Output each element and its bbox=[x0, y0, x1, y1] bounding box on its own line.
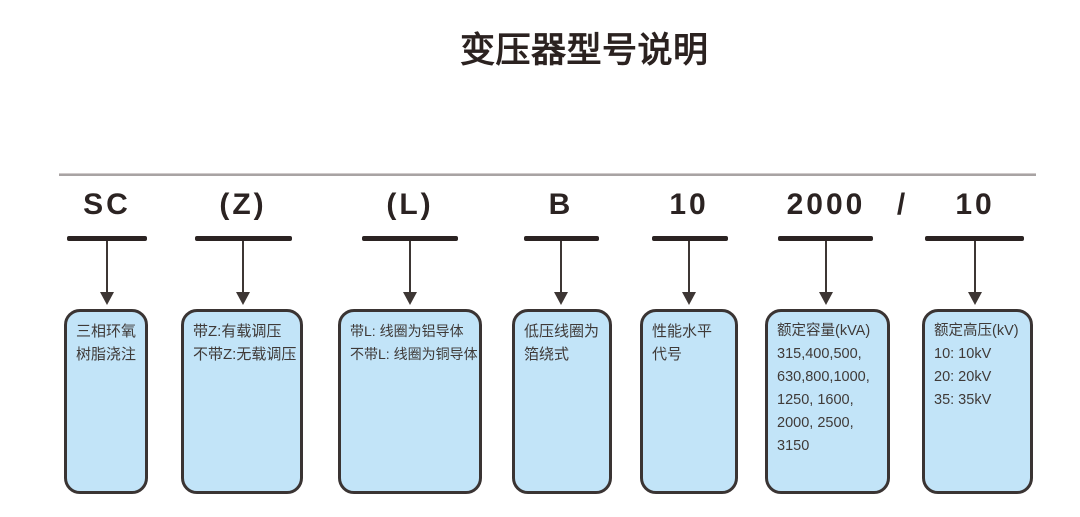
model-code-voltage: 10 bbox=[955, 188, 995, 221]
down-arrow-icon bbox=[968, 292, 982, 305]
description-line: 1250, 1600, bbox=[777, 392, 854, 408]
description-line: 630,800,1000, bbox=[777, 369, 870, 385]
description-line: 树脂浇注 bbox=[76, 346, 137, 363]
code-underline bbox=[778, 236, 873, 241]
down-arrow-icon bbox=[403, 292, 417, 305]
down-arrow-stem bbox=[242, 241, 244, 293]
down-arrow-icon bbox=[819, 292, 833, 305]
description-line: 额定容量(kVA) bbox=[777, 323, 871, 339]
down-arrow-icon bbox=[100, 292, 114, 305]
description-line: 3150 bbox=[777, 438, 810, 454]
down-arrow-icon bbox=[554, 292, 568, 305]
down-arrow-icon bbox=[236, 292, 250, 305]
description-box-z: 带Z:有载调压 不带Z:无载调压 bbox=[181, 309, 303, 494]
code-underline bbox=[524, 236, 599, 241]
model-code-b: B bbox=[548, 188, 574, 221]
description-box-voltage: 额定高压(kV) 10: 10kV 20: 20kV 35: 35kV bbox=[922, 309, 1033, 494]
code-underline bbox=[652, 236, 728, 241]
down-arrow-stem bbox=[974, 241, 976, 293]
description-line: 不带L: 线圈为铜导体 bbox=[350, 346, 478, 362]
description-box-sc: 三相环氧 树脂浇注 bbox=[64, 309, 148, 494]
slash-separator: / bbox=[896, 188, 906, 221]
description-line: 代号 bbox=[652, 346, 683, 363]
code-underline bbox=[67, 236, 147, 241]
down-arrow-stem bbox=[825, 241, 827, 293]
down-arrow-stem bbox=[106, 241, 108, 293]
page-title: 变压器型号说明 bbox=[460, 31, 709, 70]
model-code-l: (L) bbox=[386, 188, 434, 221]
description-line: 低压线圈为 bbox=[524, 323, 600, 340]
description-line: 10: 10kV bbox=[934, 346, 992, 362]
description-line: 2000, 2500, bbox=[777, 415, 854, 431]
description-line: 箔绕式 bbox=[524, 346, 570, 363]
description-box-capacity: 额定容量(kVA) 315,400,500, 630,800,1000, 125… bbox=[765, 309, 890, 494]
description-line: 带L: 线圈为铝导体 bbox=[350, 323, 464, 339]
description-line: 不带Z:无载调压 bbox=[193, 346, 297, 363]
description-line: 315,400,500, bbox=[777, 346, 862, 362]
model-code-sc: SC bbox=[83, 188, 131, 221]
description-line: 额定高压(kV) bbox=[934, 323, 1019, 339]
description-box-l: 带L: 线圈为铝导体 不带L: 线圈为铜导体 bbox=[338, 309, 482, 494]
down-arrow-stem bbox=[409, 241, 411, 293]
description-line: 三相环氧 bbox=[76, 323, 137, 340]
down-arrow-stem bbox=[560, 241, 562, 293]
down-arrow-icon bbox=[682, 292, 696, 305]
description-box-perf-level: 性能水平 代号 bbox=[640, 309, 738, 494]
model-code-capacity: 2000 bbox=[786, 188, 866, 221]
horizontal-divider bbox=[59, 174, 1036, 176]
model-code-perf-level: 10 bbox=[669, 188, 709, 221]
code-underline bbox=[925, 236, 1024, 241]
description-box-b: 低压线圈为 箔绕式 bbox=[512, 309, 612, 494]
description-line: 带Z:有载调压 bbox=[193, 323, 282, 340]
description-line: 35: 35kV bbox=[934, 392, 992, 408]
model-code-z: (Z) bbox=[219, 188, 267, 221]
description-line: 性能水平 bbox=[652, 323, 713, 340]
description-line: 20: 20kV bbox=[934, 369, 992, 385]
code-underline bbox=[195, 236, 292, 241]
code-underline bbox=[362, 236, 458, 241]
down-arrow-stem bbox=[688, 241, 690, 293]
